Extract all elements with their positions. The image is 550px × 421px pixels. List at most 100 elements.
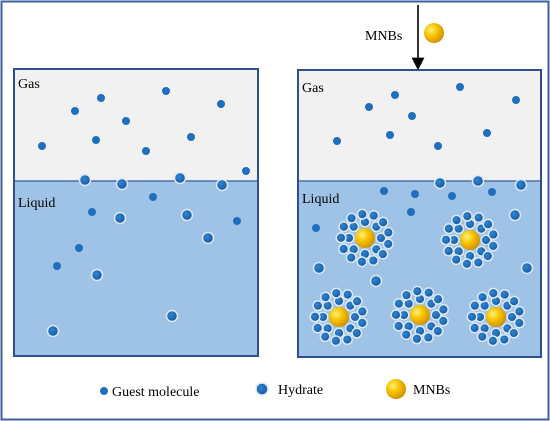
guest-molecule (365, 103, 373, 111)
legend-guest-molecule-label: Guest molecule (112, 385, 199, 400)
cluster-hydrate-molecule (513, 305, 525, 318)
guest-molecule (92, 136, 100, 144)
cluster-hydrate-molecule (393, 320, 405, 332)
cluster-hydrate-molecule (487, 287, 499, 299)
right-panel (297, 69, 542, 358)
cluster-hydrate-molecule (469, 300, 481, 312)
hydrate-molecule (433, 176, 447, 190)
cluster-hydrate-molecule (351, 295, 363, 307)
guest-molecule (488, 188, 496, 196)
cluster-hydrate-molecule (487, 240, 499, 252)
cluster-hydrate-molecule (487, 335, 499, 347)
guest-molecule (391, 91, 399, 99)
cluster-hydrate-molecule (335, 232, 347, 244)
cluster-hydrate-molecule (382, 238, 394, 250)
legend-guest-molecule-icon (100, 387, 108, 395)
left-panel (13, 68, 259, 357)
cluster-hydrate-molecule (411, 285, 423, 297)
guest-molecule (53, 262, 61, 270)
hydrate-molecule (514, 178, 528, 192)
cluster-hydrate-molecule (450, 254, 462, 266)
cluster-hydrate-molecule (487, 228, 499, 241)
legend-mnb-icon (386, 379, 406, 399)
cluster-hydrate-molecule (393, 298, 405, 310)
hydrate-molecule (78, 173, 92, 187)
cluster-hydrate-molecule (461, 258, 473, 270)
cluster-hydrate-molecule (345, 252, 357, 264)
guest-molecule (149, 193, 157, 201)
hydrate-molecule (471, 174, 485, 188)
guest-molecule (162, 87, 170, 95)
cluster-hydrate-molecule (422, 331, 434, 344)
legend-hydrate-icon (255, 382, 269, 396)
hydrate-molecule (113, 211, 127, 225)
cluster-hydrate-molecule (338, 221, 350, 233)
cluster-hydrate-molecule (309, 311, 321, 323)
cluster-hydrate-molecule (351, 327, 363, 339)
hydrate-clusters (309, 208, 525, 347)
cluster-hydrate-molecule (367, 254, 379, 267)
guest-molecule (448, 192, 456, 200)
cluster-hydrate-molecule (506, 311, 518, 323)
guest-molecule (456, 83, 464, 91)
cluster-hydrate-molecule (482, 218, 494, 230)
guest-molecule (75, 244, 83, 252)
cluster-hydrate-molecule (469, 322, 481, 334)
cluster-hydrate-molecule (472, 256, 484, 269)
cluster-hydrate-molecule (466, 311, 478, 323)
guest-molecule (71, 107, 79, 115)
guest-molecule (512, 96, 520, 104)
guest-molecule (233, 217, 241, 225)
cluster-hydrate-molecule (432, 293, 444, 305)
guest-molecule (122, 117, 130, 125)
cluster-hydrate-molecule (437, 315, 449, 327)
cluster-hydrate-molecule (356, 256, 368, 268)
left-molecules (38, 87, 250, 338)
hydrate-molecule (201, 231, 215, 245)
cluster-hydrate-molecule (375, 232, 387, 244)
cluster-hydrate-molecule (411, 333, 423, 345)
hydrate-molecule (46, 324, 60, 338)
cluster-hydrate-molecule (499, 289, 511, 301)
cluster-hydrate-molecule (443, 245, 455, 257)
guest-molecule (187, 133, 195, 141)
right-molecules (312, 83, 534, 288)
cluster-hydrate-molecule (377, 216, 389, 228)
cluster-hydrate-molecule (508, 327, 520, 339)
cluster-hydrate-molecule (319, 291, 332, 303)
cluster-hydrate-molecule (461, 210, 473, 222)
cluster-hydrate-molecule (312, 300, 324, 312)
cluster-hydrate-molecule (430, 309, 442, 321)
left-gas-region (14, 69, 258, 181)
cluster-hydrate-molecule (482, 250, 494, 262)
cluster-hydrate-molecule (356, 208, 368, 220)
cluster-hydrate-molecule (432, 325, 444, 337)
mnb-core (410, 305, 430, 325)
top-mnb-bubble (424, 23, 444, 43)
cluster-hydrate-molecule (480, 234, 492, 246)
cluster-hydrate-molecule (338, 243, 350, 255)
guest-molecule (380, 187, 388, 195)
cluster-hydrate-molecule (437, 303, 449, 316)
legend-hydrate-label: Hydrate (278, 383, 323, 398)
cluster-hydrate-molecule (330, 287, 342, 299)
guest-molecule (88, 208, 96, 216)
guest-molecule (312, 224, 320, 232)
cluster-hydrate-molecule (368, 210, 380, 222)
cluster-hydrate-molecule (382, 226, 394, 239)
guest-molecule (333, 137, 341, 145)
hydrate-molecule (173, 171, 187, 185)
hydrate-molecule (165, 309, 179, 323)
guest-molecule (242, 167, 250, 175)
cluster-hydrate-molecule (423, 287, 435, 299)
hydrate-molecule (369, 274, 383, 288)
guest-molecule (217, 100, 225, 108)
left-gas-label: Gas (18, 77, 40, 92)
cluster-hydrate-molecule (450, 214, 463, 226)
left-liquid-label: Liquid (18, 196, 55, 211)
cluster-hydrate-molecule (345, 212, 358, 224)
mnb-core (486, 307, 506, 327)
hydrate-molecule (180, 208, 194, 222)
cluster-hydrate-molecule (312, 322, 324, 334)
